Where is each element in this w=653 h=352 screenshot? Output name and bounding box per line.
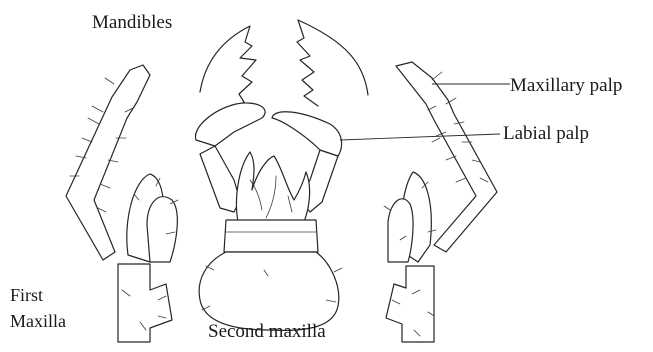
first-maxilla-label-line2: Maxilla xyxy=(10,312,66,330)
maxillary-palp-label: Maxillary palp xyxy=(510,76,622,95)
right-lacinia xyxy=(388,199,413,262)
left-stipes xyxy=(118,264,172,342)
right-mandible xyxy=(297,20,368,106)
mandibles xyxy=(200,20,368,112)
first-maxilla-label-line1: First xyxy=(10,286,43,304)
labial-palp-leader xyxy=(340,134,500,140)
left-labial-palp xyxy=(200,146,240,212)
left-lacinia xyxy=(147,197,177,262)
left-labial-palp-tip xyxy=(195,103,265,146)
prementum xyxy=(224,220,318,252)
glossae xyxy=(237,152,310,222)
second-maxilla-label: Second maxilla xyxy=(208,322,326,341)
right-stipes xyxy=(386,266,434,342)
labial-palp-label: Labial palp xyxy=(503,124,589,143)
right-labial-palp-tip xyxy=(272,112,342,156)
mandibles-label: Mandibles xyxy=(92,13,172,32)
left-mandible xyxy=(200,26,256,112)
second-maxilla xyxy=(195,103,342,330)
left-first-maxilla xyxy=(66,65,178,342)
right-first-maxilla xyxy=(384,62,497,342)
postmentum xyxy=(199,252,339,330)
